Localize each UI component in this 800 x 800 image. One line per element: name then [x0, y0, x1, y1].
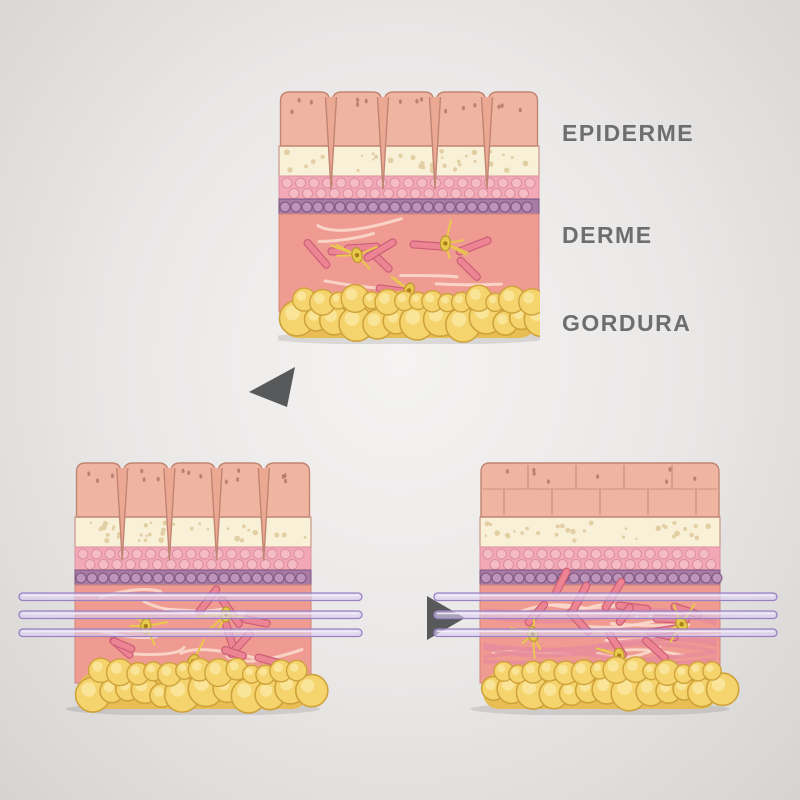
label-epiderme: EPIDERME: [562, 120, 695, 146]
lifting-threads: [18, 592, 363, 638]
skin-diagram-before: [278, 91, 540, 344]
skin-diagram-with-threads: [18, 462, 363, 715]
arrow-step1-icon: [249, 367, 295, 407]
label-gordura: GORDURA: [562, 310, 692, 336]
label-derme: DERME: [562, 222, 653, 248]
lifting-threads: [433, 592, 778, 638]
skin-diagram-after: [433, 462, 778, 715]
